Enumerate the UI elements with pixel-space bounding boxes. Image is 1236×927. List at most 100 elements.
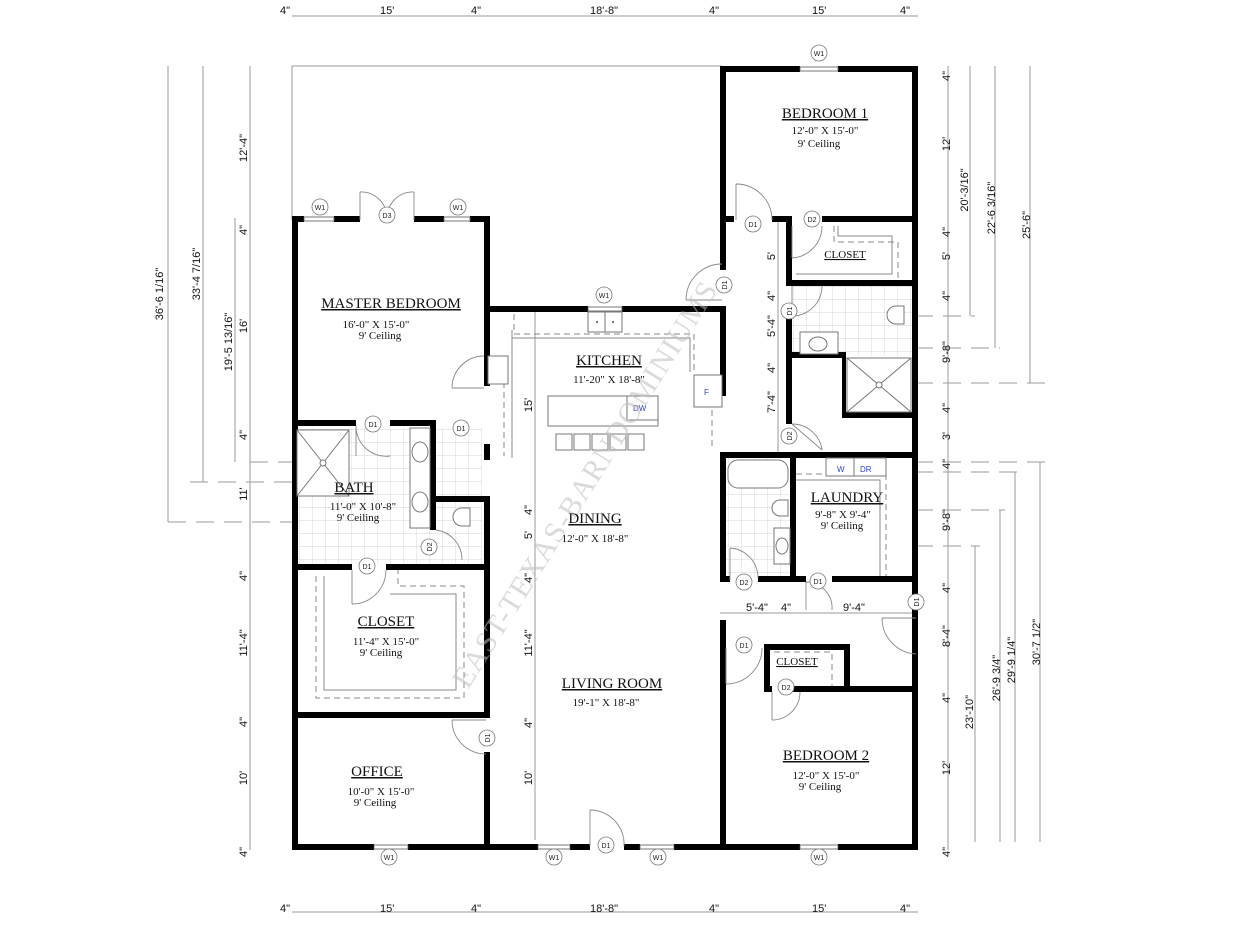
svg-text:W1: W1 bbox=[315, 205, 326, 212]
svg-text:D1: D1 bbox=[457, 426, 466, 433]
room-master-bedroom: MASTER BEDROOM 16'-0" X 15'-0" 9' Ceilin… bbox=[321, 296, 461, 342]
svg-text:MASTER BEDROOM: MASTER BEDROOM bbox=[321, 296, 461, 312]
svg-text:15': 15' bbox=[380, 903, 394, 915]
svg-text:4": 4" bbox=[941, 227, 953, 237]
svg-text:10': 10' bbox=[523, 771, 535, 785]
room-bedroom1-closet: CLOSET bbox=[824, 249, 866, 261]
svg-text:D1: D1 bbox=[914, 597, 921, 606]
svg-text:KITCHEN: KITCHEN bbox=[576, 353, 642, 369]
svg-text:5': 5' bbox=[941, 252, 953, 260]
svg-text:10'-0" X 15'-0": 10'-0" X 15'-0" bbox=[348, 786, 415, 798]
svg-text:W1: W1 bbox=[384, 855, 395, 862]
svg-text:18'-8": 18'-8" bbox=[590, 903, 618, 915]
svg-text:D1: D1 bbox=[602, 843, 611, 850]
svg-text:BEDROOM 2: BEDROOM 2 bbox=[783, 748, 869, 764]
svg-text:9' Ceiling: 9' Ceiling bbox=[337, 512, 380, 524]
svg-text:OFFICE: OFFICE bbox=[351, 764, 403, 780]
room-kitchen: KITCHEN 11'-20" X 18'-8" bbox=[573, 353, 645, 386]
opening-tag-labels: W1 W1 D3 W1 W1 D1 D2 D1 D1 D2 D1 D1 D2 D… bbox=[315, 51, 921, 862]
svg-text:D1: D1 bbox=[369, 422, 378, 429]
room-dining: DINING 12'-0" X 18'-8" bbox=[562, 511, 629, 545]
svg-text:D2: D2 bbox=[740, 580, 749, 587]
svg-text:15': 15' bbox=[380, 5, 394, 17]
svg-text:4": 4" bbox=[941, 291, 953, 301]
svg-text:4": 4" bbox=[238, 847, 250, 857]
svg-text:D2: D2 bbox=[787, 431, 794, 440]
svg-text:4": 4" bbox=[781, 602, 791, 614]
walls bbox=[292, 66, 918, 850]
svg-text:9' Ceiling: 9' Ceiling bbox=[821, 520, 864, 532]
porch-outline bbox=[291, 65, 722, 220]
svg-text:3': 3' bbox=[941, 432, 953, 440]
svg-text:4": 4" bbox=[941, 403, 953, 413]
svg-text:15': 15' bbox=[812, 903, 826, 915]
closet-rods bbox=[323, 226, 893, 691]
svg-text:11'-0" X 10'-8": 11'-0" X 10'-8" bbox=[330, 501, 396, 513]
dimension-lines bbox=[167, 15, 1041, 913]
svg-text:4": 4" bbox=[900, 5, 910, 17]
svg-text:4": 4" bbox=[941, 693, 953, 703]
stool bbox=[609, 433, 627, 451]
svg-text:22'-6 3/16": 22'-6 3/16" bbox=[986, 182, 998, 235]
svg-text:4": 4" bbox=[941, 459, 953, 469]
svg-text:D1: D1 bbox=[722, 280, 729, 289]
svg-text:12': 12' bbox=[941, 137, 953, 151]
svg-text:4": 4" bbox=[238, 430, 250, 440]
bottom-dimension-labels: 4" 15' 4" 18'-8" 4" 15' 4" bbox=[280, 903, 910, 915]
svg-text:4": 4" bbox=[523, 573, 535, 583]
washer-label: W bbox=[837, 465, 845, 474]
svg-text:4": 4" bbox=[523, 505, 535, 515]
svg-text:5': 5' bbox=[766, 252, 778, 260]
svg-text:11'-4" X 15'-0": 11'-4" X 15'-0" bbox=[353, 636, 419, 648]
dryer bbox=[853, 457, 887, 477]
svg-text:4": 4" bbox=[709, 903, 719, 915]
svg-text:9'-8" X 9'-4": 9'-8" X 9'-4" bbox=[815, 509, 871, 521]
svg-text:12'-0" X 15'-0": 12'-0" X 15'-0" bbox=[793, 770, 860, 782]
dishwasher bbox=[626, 395, 659, 421]
svg-text:4": 4" bbox=[471, 5, 481, 17]
top-dimension-labels: 4" 15' 4" 18'-8" 4" 15' 4" bbox=[280, 5, 910, 17]
svg-text:D1: D1 bbox=[749, 222, 758, 229]
svg-text:4": 4" bbox=[941, 847, 953, 857]
svg-text:D3: D3 bbox=[383, 213, 392, 220]
svg-text:4": 4" bbox=[523, 718, 535, 728]
svg-text:16': 16' bbox=[238, 319, 250, 333]
stool bbox=[573, 433, 591, 451]
svg-text:W1: W1 bbox=[599, 293, 610, 300]
svg-text:33'-4 7/16": 33'-4 7/16" bbox=[191, 248, 203, 301]
stool bbox=[591, 433, 609, 451]
refrigerator bbox=[693, 374, 723, 408]
svg-text:4": 4" bbox=[471, 903, 481, 915]
svg-text:30'-7 1/2": 30'-7 1/2" bbox=[1031, 619, 1043, 665]
svg-text:5'-4": 5'-4" bbox=[766, 315, 778, 337]
toilet bbox=[452, 507, 471, 527]
kitchen-fixtures: DW F bbox=[487, 311, 723, 451]
svg-text:W1: W1 bbox=[814, 855, 825, 862]
svg-text:9'-4": 9'-4" bbox=[843, 602, 865, 614]
svg-text:D1: D1 bbox=[740, 643, 749, 650]
svg-text:9'-8": 9'-8" bbox=[941, 341, 953, 363]
svg-text:D1: D1 bbox=[814, 579, 823, 586]
svg-text:DINING: DINING bbox=[568, 511, 621, 527]
bathtub bbox=[727, 459, 789, 489]
svg-text:W1: W1 bbox=[653, 855, 664, 862]
svg-text:12': 12' bbox=[941, 761, 953, 775]
svg-text:7'-4": 7'-4" bbox=[766, 391, 778, 413]
hall-dimension-labels: 5' 4" 5'-4" 4" 7'-4" 5'-4" 4" 9'-4" bbox=[746, 252, 865, 614]
bath-fixtures bbox=[296, 305, 912, 565]
svg-text:36'-6 1/16": 36'-6 1/16" bbox=[154, 268, 166, 321]
svg-text:D2: D2 bbox=[808, 217, 817, 224]
svg-text:4": 4" bbox=[766, 291, 778, 301]
svg-text:11'-4": 11'-4" bbox=[238, 629, 250, 656]
room-office: OFFICE 10'-0" X 15'-0" 9' Ceiling bbox=[348, 764, 415, 809]
svg-text:19'-5 13/16": 19'-5 13/16" bbox=[223, 313, 235, 372]
svg-text:W1: W1 bbox=[814, 51, 825, 58]
svg-text:D1: D1 bbox=[787, 306, 794, 315]
svg-text:12'-0" X 15'-0": 12'-0" X 15'-0" bbox=[792, 125, 859, 137]
toilet bbox=[886, 305, 905, 325]
svg-text:5'-4": 5'-4" bbox=[746, 602, 768, 614]
svg-text:4": 4" bbox=[900, 903, 910, 915]
svg-text:19'-1" X 18'-8": 19'-1" X 18'-8" bbox=[573, 697, 640, 709]
svg-text:F: F bbox=[704, 388, 709, 397]
